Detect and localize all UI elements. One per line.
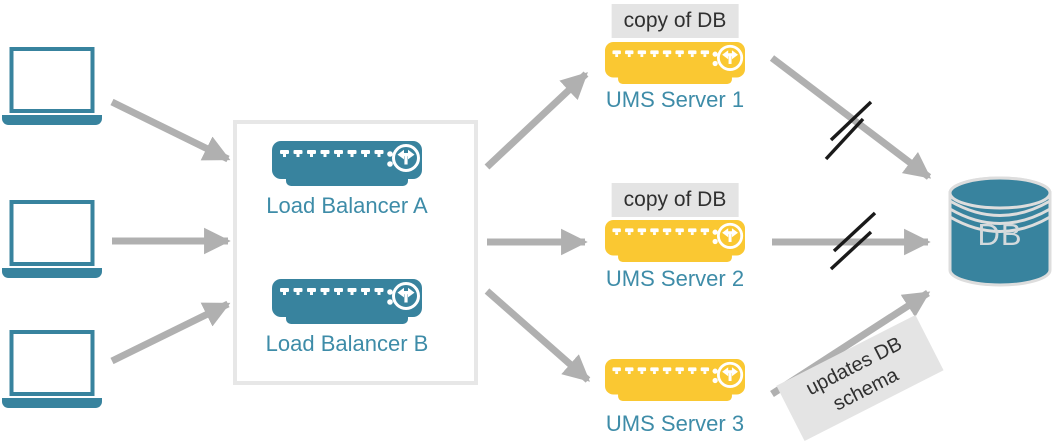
laptop-icon — [2, 47, 102, 125]
ums-server2-label: UMS Server 2 — [605, 266, 745, 291]
arrow-client1-to-lb — [110, 98, 231, 163]
load-balancer-b-server-icon — [272, 279, 422, 325]
ums-server2-icon — [605, 220, 745, 263]
ums-server1-label: UMS Server 1 — [605, 87, 745, 112]
copy-of-db-badge-ums2: copy of DB — [611, 183, 739, 217]
broken-link-slashes-ums1 — [824, 100, 873, 161]
copy-of-db-badge-ums1: copy of DB — [611, 4, 739, 38]
laptop-icon — [2, 330, 102, 408]
ums-server3-label: UMS Server 3 — [605, 411, 745, 436]
ums-server3-icon — [605, 359, 745, 402]
load-balancer-a-server-icon — [272, 141, 422, 187]
load-balancer-b-label: Load Balancer B — [265, 331, 429, 356]
load-balancer-a-label: Load Balancer A — [266, 193, 428, 218]
arrow-lb-to-ums3 — [484, 288, 591, 383]
database-cylinder-icon — [948, 176, 1052, 287]
arrow-ums1-to-db — [769, 55, 932, 180]
ums-server1-icon — [605, 42, 745, 85]
arrow-client3-to-lb — [110, 300, 231, 365]
laptop-icon — [2, 200, 102, 278]
arrow-lb-to-ums1 — [484, 71, 589, 170]
broken-link-slashes-ums2 — [829, 211, 877, 271]
database-label: DB — [977, 217, 1023, 252]
